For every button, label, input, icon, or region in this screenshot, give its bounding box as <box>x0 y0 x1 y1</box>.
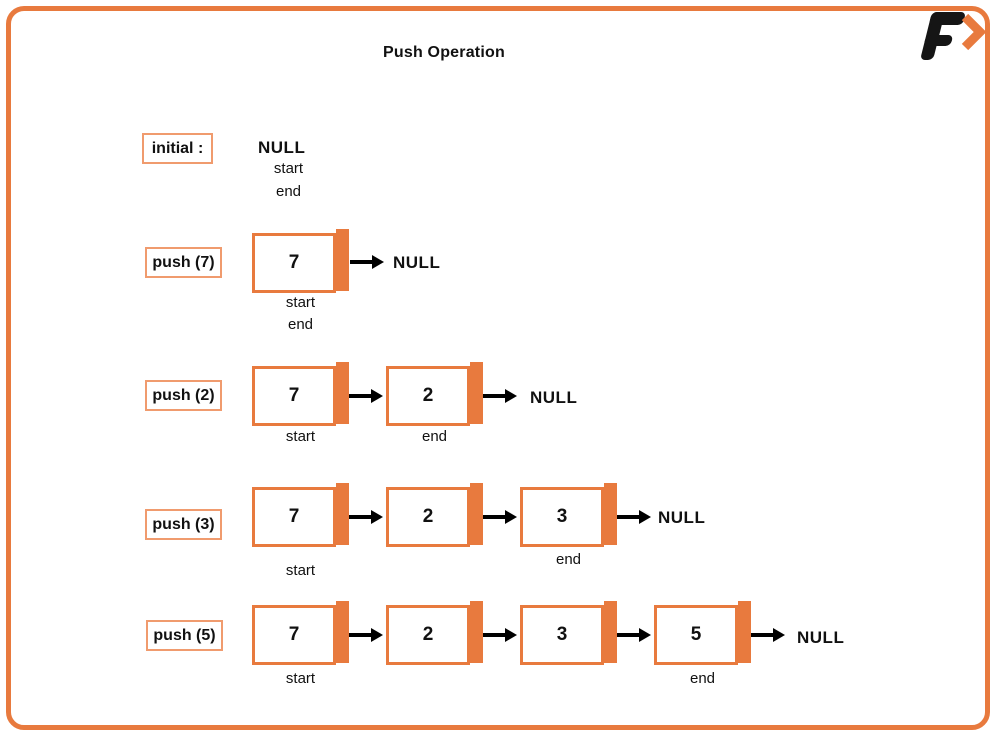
node-next-pointer-field <box>470 601 483 663</box>
list-node: 2 <box>386 362 483 426</box>
null-terminator: NULL <box>658 508 706 527</box>
list-node: 7 <box>252 229 349 293</box>
node-next-pointer-field <box>470 362 483 424</box>
list-node: 7 <box>252 362 349 426</box>
next-arrow-icon <box>349 510 383 524</box>
node-next-pointer-field <box>336 483 349 545</box>
node-data-field: 2 <box>386 366 470 426</box>
end-pointer-label: end <box>689 670 716 687</box>
node-next-pointer-field <box>336 229 349 291</box>
list-node: 7 <box>252 483 349 547</box>
chevron-right-icon <box>961 13 987 51</box>
node-next-pointer-field <box>336 362 349 424</box>
start-pointer-label: start <box>285 670 316 687</box>
node-value: 7 <box>288 624 300 645</box>
next-arrow-icon <box>483 510 517 524</box>
step-label: push (2) <box>152 386 215 404</box>
node-next-pointer-field <box>336 601 349 663</box>
node-value: 3 <box>556 624 568 645</box>
start-pointer-label: start <box>285 428 316 445</box>
next-arrow-icon <box>751 628 785 642</box>
brand-logo <box>912 8 988 66</box>
next-arrow-icon <box>617 628 651 642</box>
step-label: push (5) <box>153 626 216 644</box>
node-data-field: 7 <box>252 366 336 426</box>
end-pointer-label: end <box>421 428 448 445</box>
node-next-pointer-field <box>470 483 483 545</box>
null-value: NULL <box>258 138 306 157</box>
step-label-box: push (5) <box>146 620 223 651</box>
node-value: 5 <box>690 624 702 645</box>
start-pointer-label: start <box>273 160 304 177</box>
node-next-pointer-field <box>738 601 751 663</box>
logo-f-letter <box>921 12 965 60</box>
page-title: Push Operation <box>383 44 505 61</box>
start-pointer-label: start <box>285 562 316 579</box>
node-data-field: 7 <box>252 487 336 547</box>
next-arrow-icon <box>350 255 384 269</box>
list-node: 3 <box>520 601 617 665</box>
end-pointer-label: end <box>287 316 314 333</box>
next-arrow-icon <box>349 628 383 642</box>
node-data-field: 3 <box>520 487 604 547</box>
step-label-box: push (2) <box>145 380 222 411</box>
node-value: 7 <box>288 252 300 273</box>
end-pointer-label: end <box>555 551 582 568</box>
null-terminator: NULL <box>530 388 578 407</box>
node-value: 7 <box>288 385 300 406</box>
step-label-box: initial : <box>142 133 213 164</box>
end-pointer-label: end <box>275 183 302 200</box>
next-arrow-icon <box>349 389 383 403</box>
node-next-pointer-field <box>604 483 617 545</box>
node-value: 2 <box>422 624 434 645</box>
step-label: push (3) <box>152 515 215 533</box>
step-label-box: push (3) <box>145 509 222 540</box>
node-value: 7 <box>288 506 300 527</box>
next-arrow-icon <box>483 389 517 403</box>
step-label: initial : <box>151 139 204 157</box>
next-arrow-icon <box>483 628 517 642</box>
node-data-field: 2 <box>386 487 470 547</box>
node-data-field: 3 <box>520 605 604 665</box>
page-border <box>6 6 990 730</box>
null-terminator: NULL <box>797 628 845 647</box>
step-label: push (7) <box>152 253 215 271</box>
brand-logo-svg <box>921 12 987 60</box>
list-node: 2 <box>386 483 483 547</box>
node-data-field: 2 <box>386 605 470 665</box>
start-pointer-label: start <box>285 294 316 311</box>
node-next-pointer-field <box>604 601 617 663</box>
list-node: 7 <box>252 601 349 665</box>
list-node: 5 <box>654 601 751 665</box>
node-value: 2 <box>422 506 434 527</box>
node-data-field: 7 <box>252 233 336 293</box>
null-terminator: NULL <box>393 253 441 272</box>
list-node: 3 <box>520 483 617 547</box>
node-value: 3 <box>556 506 568 527</box>
node-data-field: 5 <box>654 605 738 665</box>
node-data-field: 7 <box>252 605 336 665</box>
list-node: 2 <box>386 601 483 665</box>
step-label-box: push (7) <box>145 247 222 278</box>
node-value: 2 <box>422 385 434 406</box>
next-arrow-icon <box>617 510 651 524</box>
